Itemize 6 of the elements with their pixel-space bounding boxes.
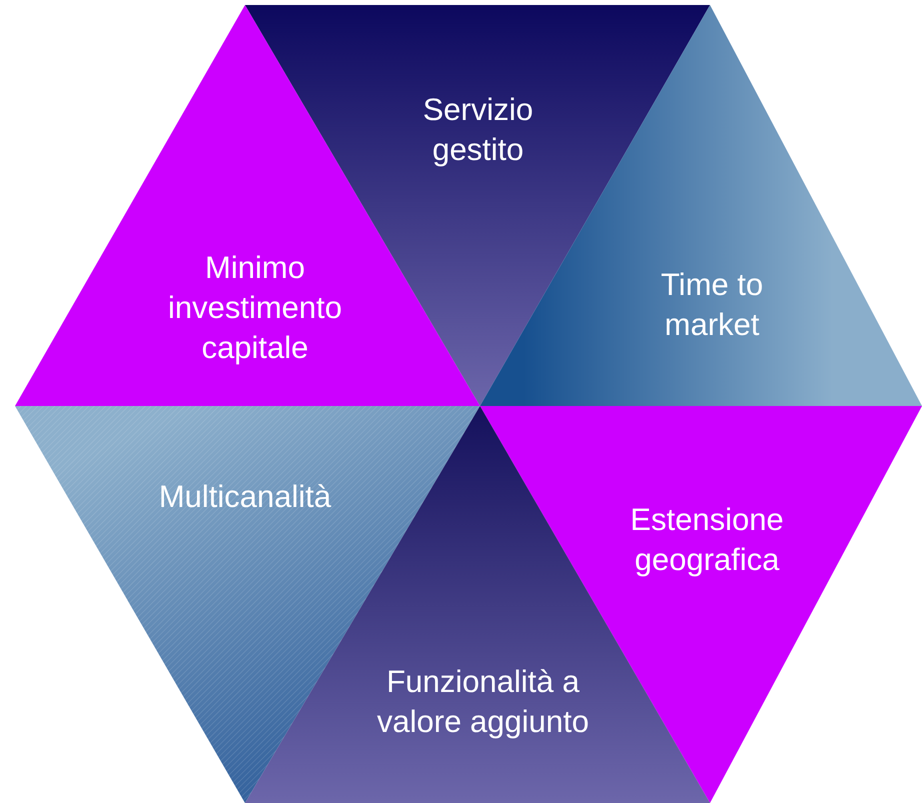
segment-label: Estensione geografica bbox=[629, 501, 785, 579]
segment-label: Multicanalità bbox=[158, 478, 332, 516]
segment-label: Time to market bbox=[660, 266, 764, 344]
segment-label: Funzionalità a valore aggiunto bbox=[376, 663, 590, 741]
segment-label: Servizio gestito bbox=[422, 91, 534, 169]
segment-label: Minimo investimento capitale bbox=[166, 249, 344, 367]
